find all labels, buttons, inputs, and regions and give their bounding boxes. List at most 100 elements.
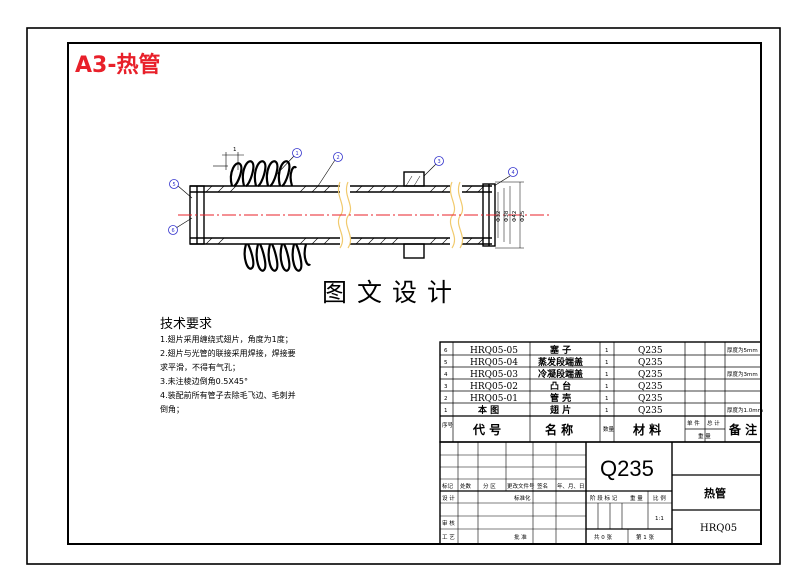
outer-frame	[26, 27, 781, 565]
tb-ratio: 比 例	[653, 494, 666, 502]
tb-sheets-total: 共 0 张	[594, 533, 612, 541]
bom-header-remark: 备 注	[728, 422, 757, 437]
banner-text: 图文设计	[322, 278, 462, 307]
notes-line-6: 倒角；	[160, 404, 184, 414]
title-block: Q235 热管 HRQ05 1:1 标记 处数 分 区 更改文件号 签名 年、月…	[442, 456, 737, 541]
drawing-code: HRQ05	[700, 523, 737, 534]
bom-table	[439, 341, 762, 545]
callout-6: 6	[172, 228, 175, 234]
bom-remark: 厚度为5mm	[727, 346, 758, 354]
part-name: 热管	[704, 486, 726, 500]
boss	[403, 171, 425, 259]
dim-phi38: Φ38	[504, 210, 510, 222]
inner-frame	[67, 42, 762, 545]
notes-line-5: 4.装配前所有管子去除毛飞边、毛刺并	[160, 390, 296, 400]
tb-weight: 重 量	[630, 494, 643, 502]
break-lines	[337, 181, 464, 249]
heat-pipe-drawing: 1	[168, 147, 550, 272]
callout-2: 2	[337, 155, 340, 161]
bom-code: HRQ05-03	[470, 370, 518, 380]
bom-qty: 1	[605, 360, 609, 366]
bom-qty: 1	[605, 372, 609, 378]
tb-count: 处数	[460, 482, 472, 490]
bom-qty: 1	[605, 408, 609, 414]
bom-header-total: 总 计	[707, 419, 720, 427]
bom-qty: 1	[605, 348, 609, 354]
bom-name: 蒸发段端盖	[538, 356, 583, 368]
tb-review: 审 核	[442, 519, 455, 527]
bom-material: Q235	[638, 382, 663, 392]
bom-no: 1	[444, 408, 448, 414]
bom-name: 冷凝段端盖	[538, 368, 583, 380]
tb-design: 设 计	[442, 494, 455, 502]
bom-remark: 厚度为1.0mm	[727, 406, 763, 414]
dim-phi32: Φ32	[496, 211, 502, 222]
callout-5: 5	[173, 182, 176, 188]
bom-material: Q235	[638, 358, 663, 368]
bom-header-weight: 重 量	[698, 432, 711, 440]
diameter-dims	[495, 181, 524, 249]
notes-line-4: 3.未注棱边倒角0.5X45°	[160, 376, 248, 386]
tb-standardize: 标准化	[514, 494, 531, 502]
tb-sheet-no: 第 1 张	[636, 533, 654, 541]
bom-code: 本 图	[478, 404, 499, 416]
bom-material: Q235	[638, 406, 663, 416]
bom-qty: 1	[605, 384, 609, 390]
dim-phi42: Φ42	[512, 211, 518, 222]
tb-approve: 批 准	[514, 533, 527, 541]
sheet-title: A3-热管	[75, 52, 160, 78]
technical-notes: 技术要求 1.翅片采用缠绕式翅片，角度为1度； 2.翅片与光管的联接采用焊接，焊…	[160, 317, 296, 414]
bom-name: 塞 子	[550, 344, 571, 356]
bom-name: 凸 台	[550, 380, 571, 392]
bom-material: Q235	[638, 370, 663, 380]
notes-line-3: 求平滑，不得有气孔；	[160, 362, 240, 372]
notes-line-1: 1.翅片采用缠绕式翅片，角度为1度；	[160, 334, 293, 344]
tb-change-doc: 更改文件号	[507, 482, 535, 490]
callout-4: 4	[512, 170, 515, 176]
bom-code: HRQ05-05	[470, 346, 518, 356]
scale-value: 1:1	[655, 516, 664, 522]
pipe-shell	[189, 183, 496, 247]
bom-no: 3	[444, 384, 448, 390]
pipe-wall-hatch	[205, 185, 485, 245]
bom-code: HRQ05-02	[470, 382, 518, 392]
dim-phi25: Φ25	[520, 210, 526, 222]
bom-code: HRQ05-04	[470, 358, 518, 368]
fin-coils-bottom	[243, 243, 311, 272]
tb-zone: 分 区	[483, 482, 496, 490]
tb-stage-mark: 阶 段 标 记	[590, 494, 618, 502]
bom-name: 管 壳	[550, 392, 571, 404]
bom-header-name: 名 称	[545, 422, 573, 437]
bom-material: Q235	[638, 346, 663, 356]
bom-no: 5	[444, 360, 448, 366]
bom-rows: 6 HRQ05-05 塞 子 1 Q235 厚度为5mm 5 HRQ05-04 …	[442, 344, 763, 440]
tb-process: 工 艺	[442, 534, 455, 541]
callout-3: 3	[438, 159, 441, 165]
bom-code: HRQ05-01	[470, 394, 518, 404]
fin-pitch-dim	[213, 152, 244, 170]
notes-line-2: 2.翅片与光管的联接采用焊接，焊接要	[160, 348, 296, 358]
notes-heading: 技术要求	[160, 317, 212, 332]
tb-date: 年、月、日	[557, 482, 585, 490]
bom-header-qty: 数量	[603, 425, 615, 433]
bom-no: 4	[444, 372, 448, 378]
bom-header-single: 单 件	[687, 419, 700, 427]
bom-no: 2	[444, 396, 448, 402]
bom-no: 6	[444, 348, 448, 354]
bom-remark: 厚度为3mm	[727, 370, 758, 378]
fin-pitch-label: 1	[233, 147, 237, 153]
tb-mark: 标记	[442, 482, 454, 490]
tb-sign: 签名	[537, 482, 548, 490]
callout-balloons	[168, 148, 518, 235]
bom-header-code: 代 号	[472, 422, 501, 437]
material-label: Q235	[600, 456, 654, 481]
bom-material: Q235	[638, 394, 663, 404]
callout-leaders	[175, 155, 511, 229]
bom-qty: 1	[605, 396, 609, 402]
bom-header-material: 材 料	[632, 422, 661, 437]
bom-header-no: 序号	[442, 421, 454, 429]
callout-1: 1	[296, 151, 299, 157]
bom-name: 翅 片	[549, 404, 571, 416]
